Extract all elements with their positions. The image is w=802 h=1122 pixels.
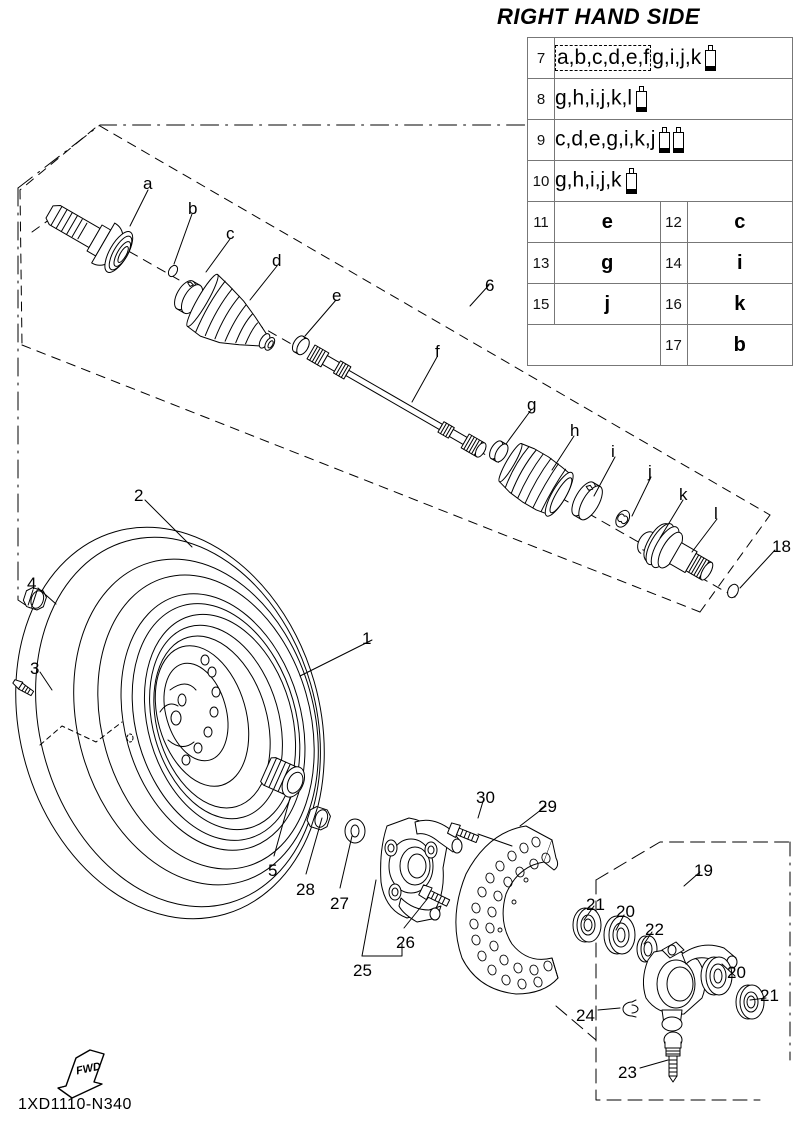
callout-number-23: 23 xyxy=(618,1063,637,1082)
row-number: 12 xyxy=(659,201,688,243)
table-row: 15 j 16 k xyxy=(527,283,793,325)
table-row: 13 g 14 i xyxy=(527,242,793,284)
page-title: RIGHT HAND SIDE xyxy=(497,4,701,29)
row-letters: g,h,i,j,k xyxy=(554,160,793,202)
row-value: k xyxy=(686,283,793,325)
row-number: 7 xyxy=(527,37,555,79)
row-value: b xyxy=(686,324,793,366)
row-letters: g,h,i,j,k,l xyxy=(554,78,793,120)
row-number: 16 xyxy=(659,283,688,325)
row-value: i xyxy=(686,242,793,284)
callout-letter-e: e xyxy=(332,286,342,305)
row-value: j xyxy=(554,283,661,325)
callout-number-5: 5 xyxy=(268,861,278,880)
callout-letter-b: b xyxy=(188,199,198,218)
callout-number-29: 29 xyxy=(538,797,557,816)
callout-letter-h: h xyxy=(570,421,580,440)
table-row: 10 g,h,i,j,k xyxy=(527,160,793,202)
callout-number-19: 19 xyxy=(694,861,713,880)
callout-number-4: 4 xyxy=(27,574,37,593)
row-value: e xyxy=(554,201,661,243)
diagram-part-number: 1XD1110-N340 xyxy=(18,1096,132,1113)
row-number: 10 xyxy=(527,160,555,202)
callout-letter-c: c xyxy=(226,224,235,243)
callout-number-18: 18 xyxy=(772,537,791,556)
table-row: 8 g,h,i,j,k,l xyxy=(527,78,793,120)
plain-letters: g,h,i,j,k xyxy=(555,168,622,192)
callout-number-2: 2 xyxy=(134,486,144,505)
callout-letter-d: d xyxy=(272,251,282,270)
callout-number-1: 1 xyxy=(362,629,372,648)
callout-number-26: 26 xyxy=(396,933,415,952)
boxed-letters: a,b,c,d,e,f xyxy=(555,44,652,71)
callout-letter-a: a xyxy=(143,174,153,193)
callout-letter-j: j xyxy=(648,462,652,481)
row-number: 13 xyxy=(527,242,555,284)
row-number: 14 xyxy=(659,242,688,284)
row-number: 9 xyxy=(527,119,555,161)
callout-letter-i: i xyxy=(611,442,615,461)
callout-letter-g: g xyxy=(527,395,537,414)
table-row: 9 c,d,e,g,i,k,j xyxy=(527,119,793,161)
callout-number-24: 24 xyxy=(576,1006,595,1025)
callout-number-25: 25 xyxy=(353,961,372,980)
callout-letter-f: f xyxy=(435,342,440,361)
row-number: 11 xyxy=(527,201,555,243)
callout-number-20: 20 xyxy=(727,963,746,982)
row-value: c xyxy=(686,201,793,243)
callout-letter-l: l xyxy=(714,504,718,523)
grease-tube-icon xyxy=(636,86,648,112)
callout-number-21: 21 xyxy=(760,986,779,1005)
row-number: 15 xyxy=(527,283,555,325)
plain-letters: g,h,i,j,k,l xyxy=(555,86,633,110)
grease-tube-icon xyxy=(705,45,717,72)
callout-letter-k: k xyxy=(679,485,688,504)
callout-number-3: 3 xyxy=(30,659,40,678)
callout-number-21: 21 xyxy=(586,895,605,914)
callout-number-20: 20 xyxy=(616,902,635,921)
row-number: 8 xyxy=(527,78,555,120)
grease-tube-icon xyxy=(659,127,685,153)
table-row: 17 b xyxy=(528,324,793,366)
callout-number-30: 30 xyxy=(476,788,495,807)
table-row: 11 e 12 c xyxy=(527,201,793,243)
row-number: 17 xyxy=(659,324,688,366)
plain-letters: c,d,e,g,i,k,j xyxy=(555,127,656,151)
plain-letters: g,i,j,k xyxy=(652,45,702,69)
callout-number-6: 6 xyxy=(485,276,495,295)
row-letters: c,d,e,g,i,k,j xyxy=(554,119,793,161)
grease-tube-icon xyxy=(625,168,637,194)
row-value: g xyxy=(554,242,661,284)
callout-number-28: 28 xyxy=(296,880,315,899)
callout-number-22: 22 xyxy=(645,920,664,939)
callout-number-27: 27 xyxy=(330,894,349,913)
